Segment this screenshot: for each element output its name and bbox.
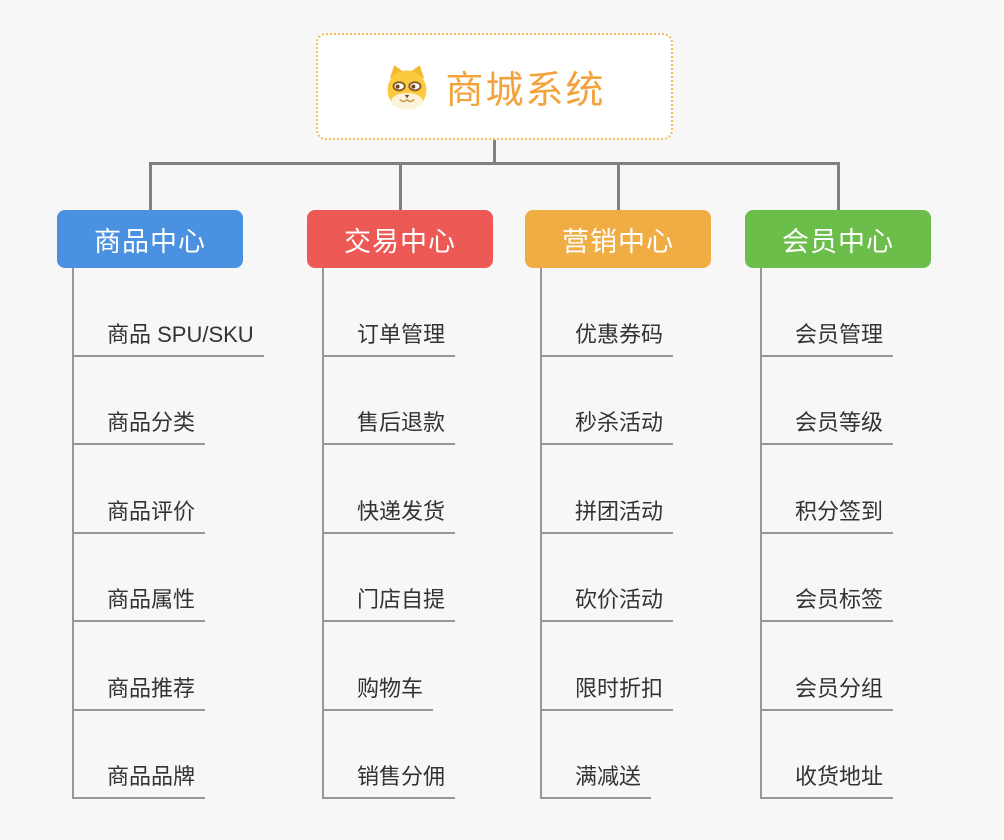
branch-item[interactable]: 优惠券码 (542, 268, 674, 357)
branch-column-trade: 交易中心 订单管理 售后退款 快递发货 门店自提 购物车 销售分佣 (307, 210, 557, 799)
branch-item[interactable]: 砍价活动 (542, 534, 674, 622)
branch-item[interactable]: 商品评价 (74, 445, 206, 534)
root-node[interactable]: 商城系统 (316, 33, 673, 140)
branch-header-trade[interactable]: 交易中心 (307, 210, 493, 268)
branch-items-marketing: 优惠券码 秒杀活动 拼团活动 砍价活动 限时折扣 满减送 (540, 268, 775, 799)
branch-header-marketing[interactable]: 营销中心 (525, 210, 711, 268)
connector-stub-marketing (617, 162, 620, 210)
branch-column-member: 会员中心 会员管理 会员等级 积分签到 会员标签 会员分组 收货地址 (745, 210, 995, 799)
dog-face-icon (383, 63, 431, 111)
branch-item[interactable]: 满减送 (542, 711, 652, 799)
branch-item[interactable]: 订单管理 (324, 268, 456, 357)
branch-item[interactable]: 商品属性 (74, 534, 206, 622)
branch-item[interactable]: 售后退款 (324, 357, 456, 445)
branch-item[interactable]: 会员分组 (762, 622, 894, 711)
branch-items-member: 会员管理 会员等级 积分签到 会员标签 会员分组 收货地址 (760, 268, 995, 799)
branch-item[interactable]: 限时折扣 (542, 622, 674, 711)
branch-items-trade: 订单管理 售后退款 快递发货 门店自提 购物车 销售分佣 (322, 268, 557, 799)
branch-item[interactable]: 销售分佣 (324, 711, 456, 799)
branch-item[interactable]: 商品推荐 (74, 622, 206, 711)
branch-item[interactable]: 商品品牌 (74, 711, 206, 799)
branch-item[interactable]: 收货地址 (762, 711, 894, 799)
connector-root-stem (493, 139, 496, 165)
connector-horizontal-rail (149, 162, 840, 165)
branch-item[interactable]: 购物车 (324, 622, 434, 711)
branch-item[interactable]: 秒杀活动 (542, 357, 674, 445)
branch-items-product: 商品 SPU/SKU 商品分类 商品评价 商品属性 商品推荐 商品品牌 (72, 268, 307, 799)
connector-stub-product (149, 162, 152, 210)
branch-item[interactable]: 商品分类 (74, 357, 206, 445)
branch-item[interactable]: 会员等级 (762, 357, 894, 445)
branch-header-member[interactable]: 会员中心 (745, 210, 931, 268)
branch-item[interactable]: 商品 SPU/SKU (74, 268, 264, 357)
branch-item[interactable]: 门店自提 (324, 534, 456, 622)
branch-column-marketing: 营销中心 优惠券码 秒杀活动 拼团活动 砍价活动 限时折扣 满减送 (525, 210, 775, 799)
branch-item[interactable]: 拼团活动 (542, 445, 674, 534)
branch-item[interactable]: 会员标签 (762, 534, 894, 622)
connector-stub-member (837, 162, 840, 210)
branch-header-product[interactable]: 商品中心 (57, 210, 243, 268)
connector-stub-trade (399, 162, 402, 210)
root-title: 商城系统 (445, 70, 606, 112)
branch-item[interactable]: 积分签到 (762, 445, 894, 534)
branch-item[interactable]: 会员管理 (762, 268, 894, 357)
branch-item[interactable]: 快递发货 (324, 445, 456, 534)
branch-column-product: 商品中心 商品 SPU/SKU 商品分类 商品评价 商品属性 商品推荐 商品品牌 (57, 210, 307, 799)
